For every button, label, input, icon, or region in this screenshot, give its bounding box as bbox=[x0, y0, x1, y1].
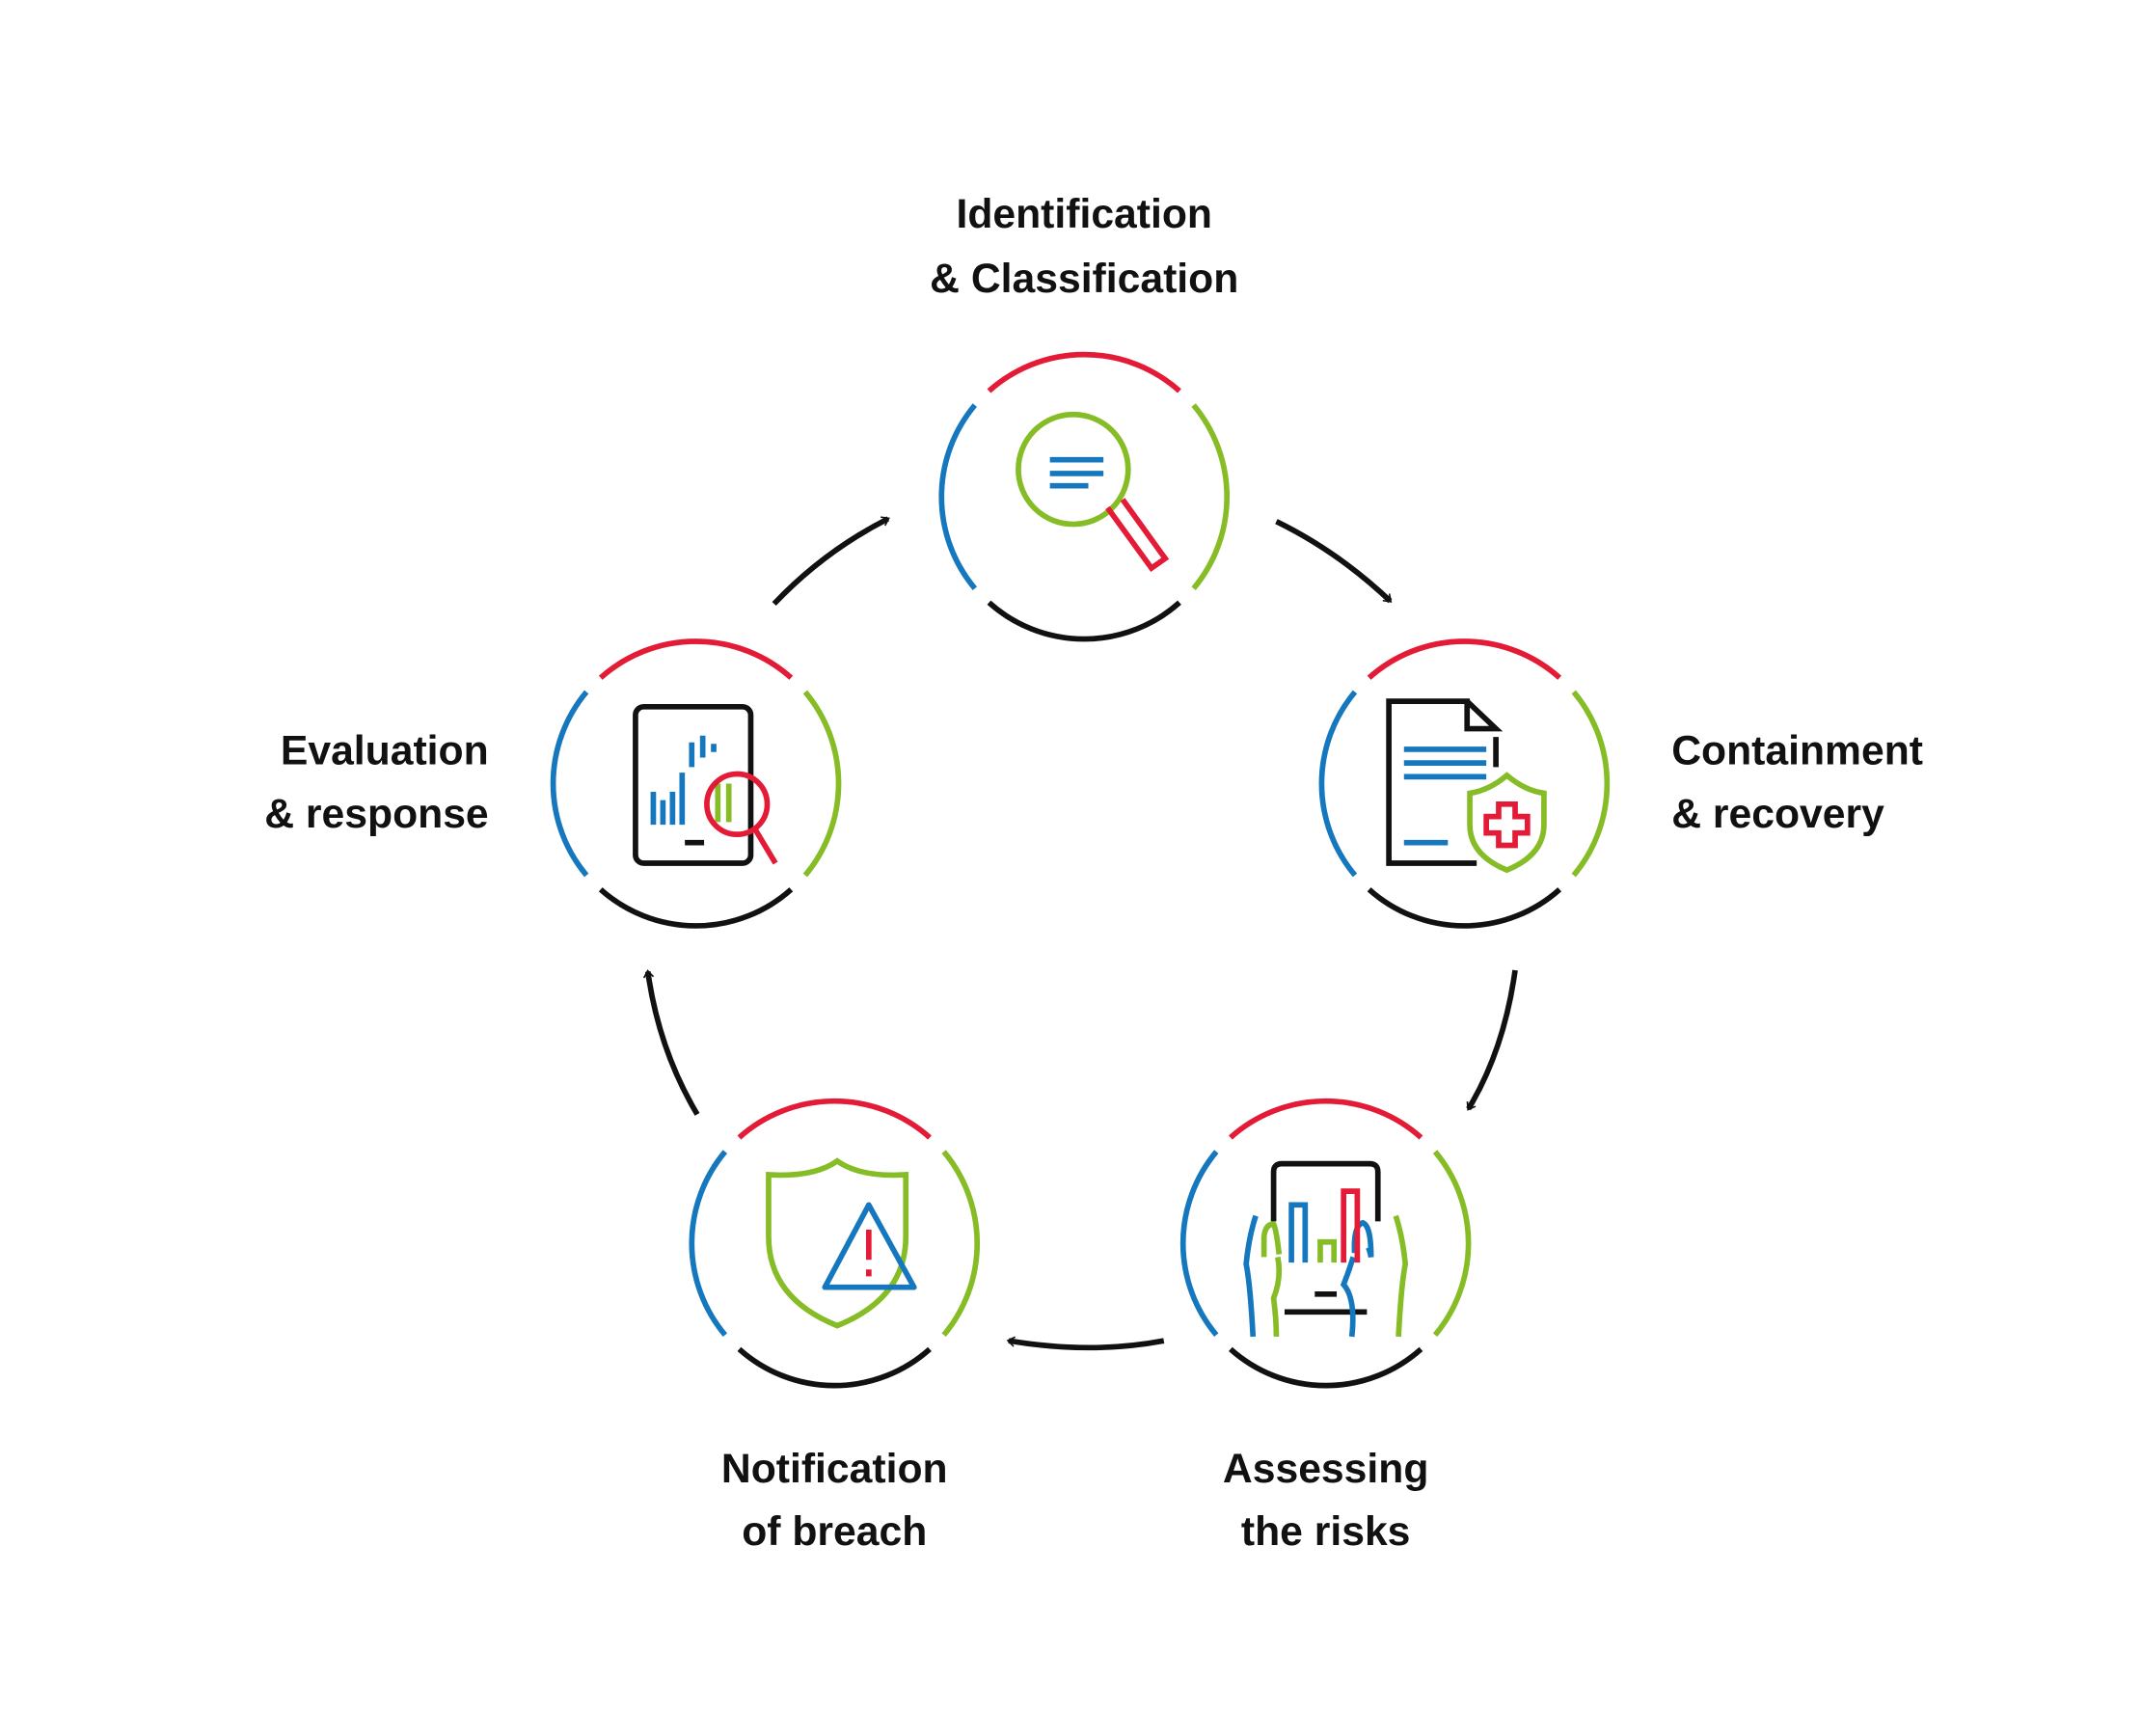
magnifier-document-icon bbox=[1016, 411, 1170, 573]
arrow-identification-to-containment bbox=[1275, 519, 1393, 604]
hands-tablet-chart-icon bbox=[1243, 1160, 1409, 1338]
step-label-line1: Notification bbox=[721, 1446, 948, 1492]
step-containment bbox=[1321, 641, 1607, 926]
step-label-line1: Evaluation bbox=[281, 728, 489, 774]
step-evaluation bbox=[554, 641, 839, 926]
step-identification bbox=[941, 355, 1227, 639]
step-label-line2: & response bbox=[264, 791, 488, 837]
tablet-chart-magnifier-icon bbox=[633, 703, 778, 866]
step-label-line1: Identification bbox=[956, 191, 1212, 237]
step-label-line2: & Classification bbox=[930, 256, 1238, 302]
step-assessing bbox=[1183, 1101, 1469, 1386]
step-label-line2: the risks bbox=[1241, 1508, 1411, 1555]
arrow-notification-to-evaluation bbox=[642, 969, 700, 1116]
document-shield-medical-icon bbox=[1386, 698, 1547, 874]
step-notification bbox=[691, 1101, 977, 1386]
step-label-line2: of breach bbox=[742, 1508, 927, 1555]
shield-warning-icon bbox=[766, 1157, 917, 1329]
arrow-containment-to-assessing bbox=[1466, 969, 1518, 1111]
step-ring bbox=[554, 641, 839, 926]
arrow-evaluation-to-identification bbox=[772, 516, 890, 607]
step-label-line1: Assessing bbox=[1223, 1446, 1428, 1492]
arrow-assessing-to-notification bbox=[1006, 1336, 1165, 1351]
step-label-line1: Containment bbox=[1671, 728, 1923, 774]
step-label-line2: & recovery bbox=[1671, 791, 1884, 837]
step-ring bbox=[1321, 641, 1607, 926]
step-ring bbox=[691, 1101, 977, 1386]
step-ring bbox=[941, 355, 1227, 639]
